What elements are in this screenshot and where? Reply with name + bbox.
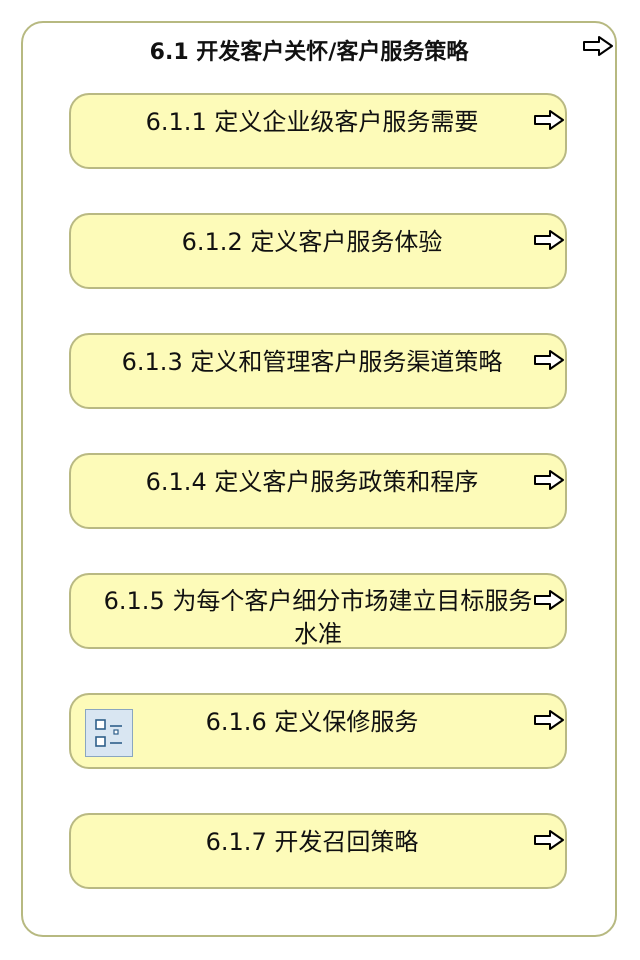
drilldown-arrow-icon[interactable]	[533, 829, 565, 851]
process-item-6-1-5[interactable]: 6.1.5 为每个客户细分市场建立目标服务水准	[69, 573, 567, 649]
process-item-6-1-2[interactable]: 6.1.2 定义客户服务体验	[69, 213, 567, 289]
drilldown-arrow-icon[interactable]	[533, 109, 565, 131]
process-item-6-1-1[interactable]: 6.1.1 定义企业级客户服务需要	[69, 93, 567, 169]
drilldown-arrow-icon[interactable]	[533, 349, 565, 371]
process-item-6-1-6[interactable]: 6.1.6 定义保修服务	[69, 693, 567, 769]
drilldown-arrow-icon[interactable]	[533, 709, 565, 731]
process-item-label: 6.1.3 定义和管理客户服务渠道策略	[121, 348, 503, 376]
process-item-label: 6.1.6 定义保修服务	[205, 708, 419, 736]
process-item-label: 6.1.1 定义企业级客户服务需要	[145, 108, 479, 136]
process-item-label: 6.1.2 定义客户服务体验	[181, 228, 443, 256]
process-item-label: 6.1.7 开发召回策略	[205, 828, 419, 856]
process-item-6-1-7[interactable]: 6.1.7 开发召回策略	[69, 813, 567, 889]
checklist-icon[interactable]	[85, 709, 133, 757]
process-item-label: 6.1.5 为每个客户细分市场建立目标服务水准	[103, 587, 533, 648]
group-title: 6.1 开发客户关怀/客户服务策略	[149, 40, 469, 65]
group-drilldown-arrow-icon[interactable]	[582, 35, 614, 57]
drilldown-arrow-icon[interactable]	[533, 589, 565, 611]
drilldown-arrow-icon[interactable]	[533, 469, 565, 491]
process-item-6-1-4[interactable]: 6.1.4 定义客户服务政策和程序	[69, 453, 567, 529]
process-item-label: 6.1.4 定义客户服务政策和程序	[145, 468, 479, 496]
process-item-6-1-3[interactable]: 6.1.3 定义和管理客户服务渠道策略	[69, 333, 567, 409]
drilldown-arrow-icon[interactable]	[533, 229, 565, 251]
